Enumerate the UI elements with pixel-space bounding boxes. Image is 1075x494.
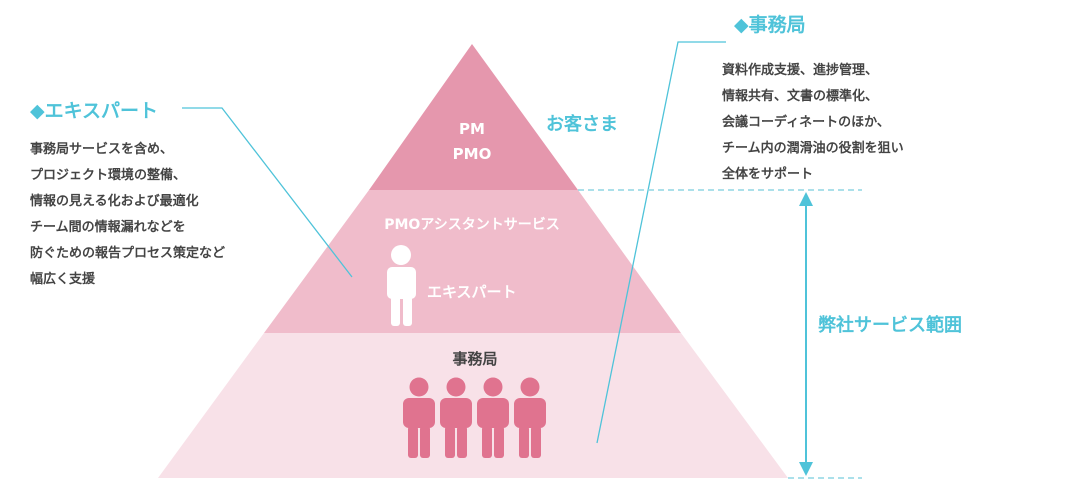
scope-arrow-head-down [799, 462, 813, 476]
expert-callout-heading: ◆エキスパート [30, 100, 159, 122]
office-callout-line-5: 全体をサポート [722, 167, 814, 182]
office-callout-line [596, 41, 726, 444]
office-staff-person-icon-2 [440, 377, 472, 458]
expert-callout-line-5: 防ぐための報告プロセス策定など [30, 246, 226, 261]
office-callout-line-2: 情報共有、文書の標準化、 [722, 89, 879, 104]
top-tier-label-pm: PM [459, 120, 485, 138]
expert-callout-line-4: チーム間の情報漏れなどを [30, 220, 186, 235]
office-callout-heading: ◆事務局 [734, 14, 806, 36]
bottom-tier-title: 事務局 [452, 350, 498, 368]
top-tier-label-pmo: PMO [452, 145, 492, 163]
office-callout-line-4: チーム内の潤滑油の役割を狙い [722, 141, 904, 156]
office-staff-person-icon-1 [403, 377, 435, 458]
office-staff-person-icon-3 [477, 377, 509, 458]
expert-callout-line-6: 幅広く支援 [30, 272, 96, 287]
expert-callout-line [182, 107, 353, 278]
scope-label: 弊社サービス範囲 [818, 315, 962, 336]
expert-callout-line-2: プロジェクト環境の整備、 [30, 168, 187, 183]
scope-arrow-head-up [799, 192, 813, 206]
expert-callout-line-1: 事務局サービスを含め、 [30, 142, 174, 157]
office-staff-person-icon-4 [514, 377, 546, 458]
pyramid-tier-middle [264, 190, 681, 333]
pyramid-tier-top [369, 44, 578, 190]
office-callout-line-3: 会議コーディネートのほか、 [722, 115, 890, 130]
expert-callout-line-3: 情報の見える化および最適化 [30, 194, 199, 209]
middle-tier-title: PMOアシスタントサービス [384, 217, 560, 233]
expert-person-icon [387, 245, 416, 326]
expert-figure-label: エキスパート [427, 283, 517, 301]
office-callout-line-1: 資料作成支援、進捗管理、 [722, 63, 879, 78]
customer-label: お客さま [546, 114, 618, 135]
pyramid-tier-bottom [158, 333, 788, 478]
expert-callout-body: 事務局サービスを含め、 プロジェクト環境の整備、 情報の見える化および最適化 チ… [30, 137, 225, 293]
office-callout-body: 資料作成支援、進捗管理、 情報共有、文書の標準化、 会議コーディネートのほか、 … [722, 58, 904, 188]
